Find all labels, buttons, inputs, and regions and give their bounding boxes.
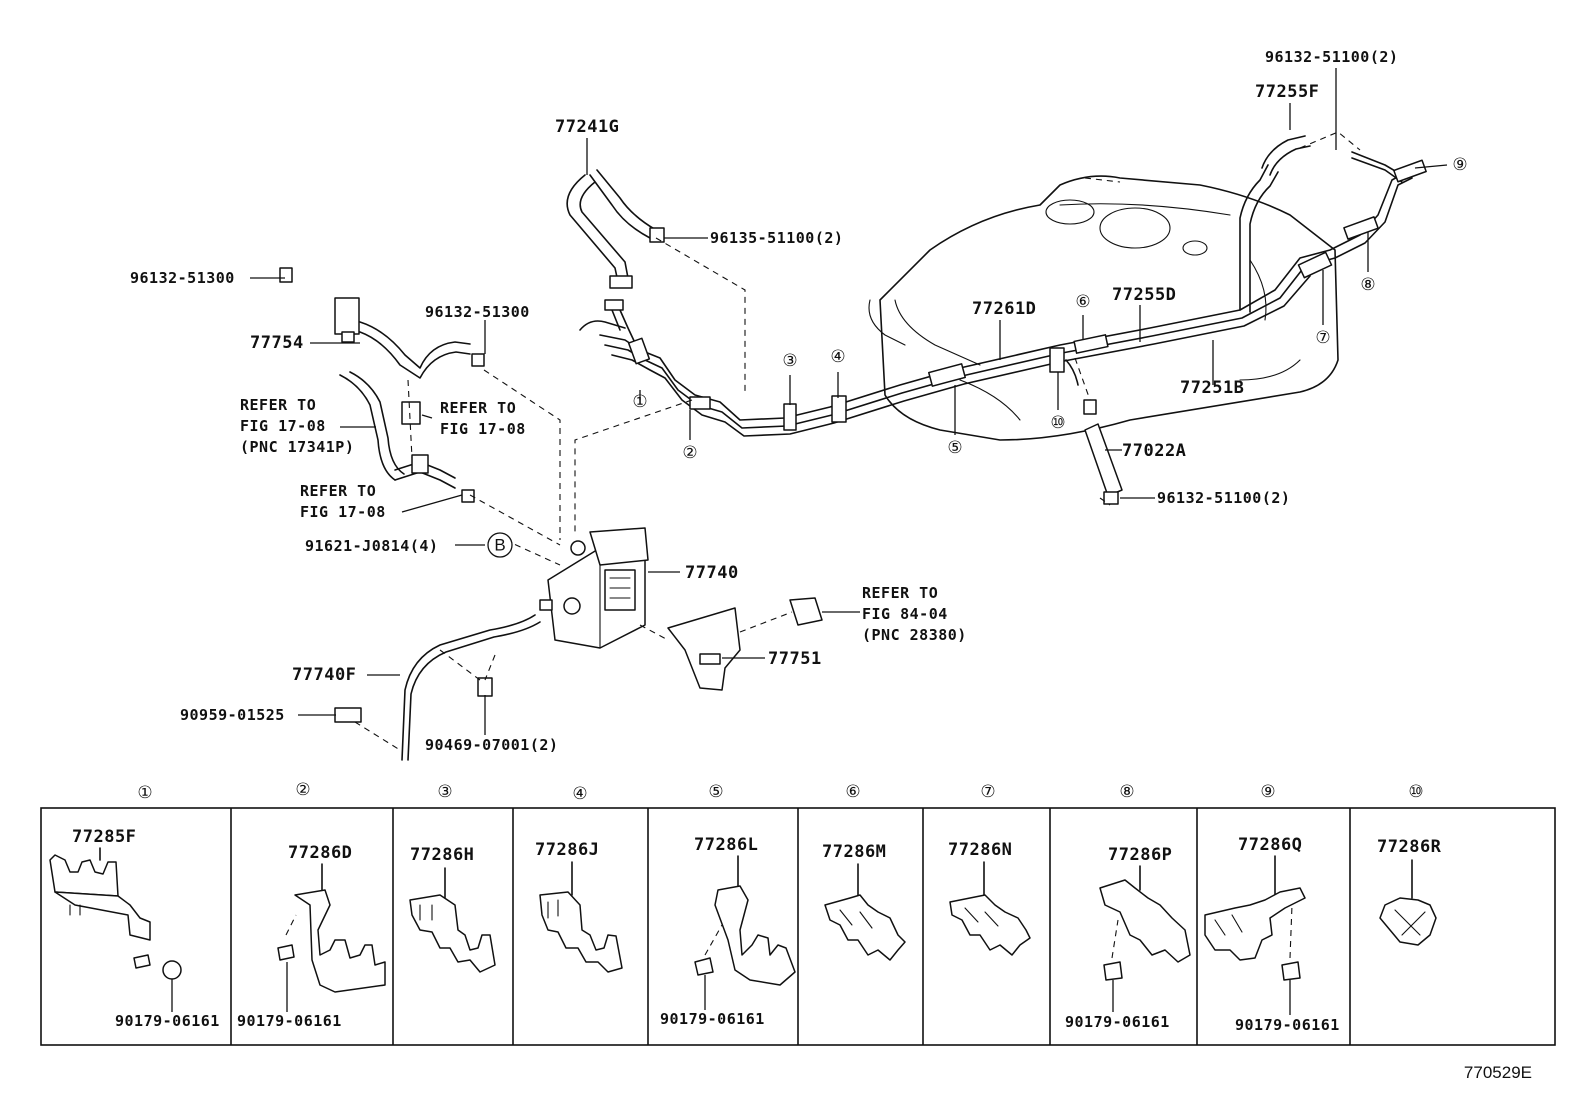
callout-9: ⑨ (1452, 155, 1467, 175)
refer3-line1: REFER TO (300, 482, 376, 500)
panel-7-part: 77286N (948, 840, 1012, 860)
vapor-hose-left (339, 371, 475, 503)
bracket-77751 (667, 597, 823, 691)
callout-5: ⑤ (947, 438, 962, 458)
callout-3: ③ (782, 351, 797, 371)
panel-2-bolt: 90179-06161 (237, 1012, 342, 1030)
refer1-line3: (PNC 17341P) (240, 438, 354, 456)
fuel-tank (868, 175, 1339, 441)
callout-6: ⑥ (1075, 292, 1090, 312)
refer2-line1: REFER TO (440, 399, 516, 417)
panel-7-callout: ⑦ (980, 782, 995, 802)
label-90959-01525: 90959-01525 (180, 706, 285, 724)
label-91621-J0814: 91621-J0814(4) (305, 537, 438, 555)
panel-8-clip-drawing (1099, 865, 1191, 1012)
callout-1: ① (632, 392, 647, 412)
panel-8-part: 77286P (1108, 845, 1172, 865)
panel-4-clip-drawing (539, 861, 623, 973)
panel-5-part: 77286L (694, 835, 758, 855)
panel-1-callout: ① (137, 783, 152, 803)
panel-6-callout: ⑥ (845, 782, 860, 802)
fuel-lines (579, 135, 1413, 437)
hose-77754 (279, 267, 485, 379)
panel-4-callout: ④ (572, 784, 587, 804)
refer4-line1: REFER TO (862, 584, 938, 602)
label-77241G: 77241G (555, 117, 619, 137)
panel-4-part: 77286J (535, 840, 599, 860)
label-77251B: 77251B (1180, 378, 1244, 398)
panel-6-clip-drawing (824, 863, 906, 961)
panel-9-callout: ⑨ (1260, 782, 1275, 802)
label-90469-07001: 90469-07001(2) (425, 736, 558, 754)
panel-10-part: 77286R (1377, 837, 1442, 857)
refer1-line1: REFER TO (240, 396, 316, 414)
main-callouts: ① ② ③ ④ ⑤ ⑥ ⑦ ⑧ ⑨ ⑩ (632, 155, 1467, 463)
panel-8-callout: ⑧ (1119, 782, 1134, 802)
label-77022A: 77022A (1122, 441, 1186, 461)
callout-10: ⑩ (1050, 413, 1065, 433)
panel-10-callout: ⑩ (1408, 782, 1423, 802)
refer2-line2: FIG 17-08 (440, 420, 526, 438)
panel-9-part: 77286Q (1238, 835, 1302, 855)
label-96132-51300-b: 96132-51300 (425, 303, 530, 321)
label-96132-51100-top: 96132-51100(2) (1265, 48, 1398, 66)
label-77740F: 77740F (292, 665, 356, 685)
panel-6-part: 77286M (822, 842, 886, 862)
panel-5-clip-drawing (694, 855, 796, 1010)
hose-77022A (1083, 399, 1123, 505)
label-77255F: 77255F (1255, 82, 1319, 102)
panel-8-bolt: 90179-06161 (1065, 1013, 1170, 1031)
figure-id: 770529E (1464, 1063, 1532, 1082)
leader-lines (250, 68, 1448, 735)
panel-9-bolt: 90179-06161 (1235, 1016, 1340, 1034)
panel-7-clip-drawing (949, 861, 1031, 956)
panel-5-callout: ⑤ (708, 782, 723, 802)
refer3-line2: FIG 17-08 (300, 503, 386, 521)
panel-1-clip-drawing (49, 847, 182, 1012)
refer4-line3: (PNC 28380) (862, 626, 967, 644)
refer4-line2: FIG 84-04 (862, 605, 948, 623)
dashed-leaders (354, 131, 1361, 751)
panel-2-callout: ② (295, 780, 310, 800)
panel-10-clip-drawing (1379, 859, 1437, 946)
hose-77740F (334, 614, 541, 761)
label-77740: 77740 (685, 563, 739, 583)
marker-b: B (494, 536, 505, 555)
label-96135-51100: 96135-51100(2) (710, 229, 843, 247)
label-96132-51100-bottom: 96132-51100(2) (1157, 489, 1290, 507)
refer1-line2: FIG 17-08 (240, 417, 326, 435)
label-77261D: 77261D (972, 299, 1036, 319)
panel-9-clip-drawing (1204, 855, 1306, 1015)
label-77255D: 77255D (1112, 285, 1176, 305)
part-labels: 77241G 96135-51100(2) 96132-51300 96132-… (130, 48, 1398, 754)
callout-4: ④ (830, 347, 845, 367)
label-77751: 77751 (768, 649, 822, 669)
callout-2: ② (682, 443, 697, 463)
charcoal-canister-77740 (539, 527, 649, 649)
line-clips (627, 159, 1427, 431)
hose-77241G (566, 169, 665, 311)
panel-1-bolt: 90179-06161 (115, 1012, 220, 1030)
panel-5-bolt: 90179-06161 (660, 1010, 765, 1028)
panel-3-callout: ③ (437, 782, 452, 802)
panel-3-part: 77286H (410, 845, 474, 865)
callout-8: ⑧ (1360, 275, 1375, 295)
panel-3-clip-drawing (409, 867, 496, 973)
marker-b-circle (487, 532, 513, 558)
callout-7: ⑦ (1315, 328, 1330, 348)
label-96132-51300-a: 96132-51300 (130, 269, 235, 287)
panel-1-part: 77285F (72, 827, 136, 847)
panel-2-clip-drawing (277, 863, 386, 1012)
panel-2-part: 77286D (288, 843, 352, 863)
clip-panels: ① ② ③ ④ ⑤ ⑥ ⑦ ⑧ ⑨ ⑩ 77285F 77286D 77286H… (40, 780, 1556, 1046)
label-77754: 77754 (250, 333, 304, 353)
